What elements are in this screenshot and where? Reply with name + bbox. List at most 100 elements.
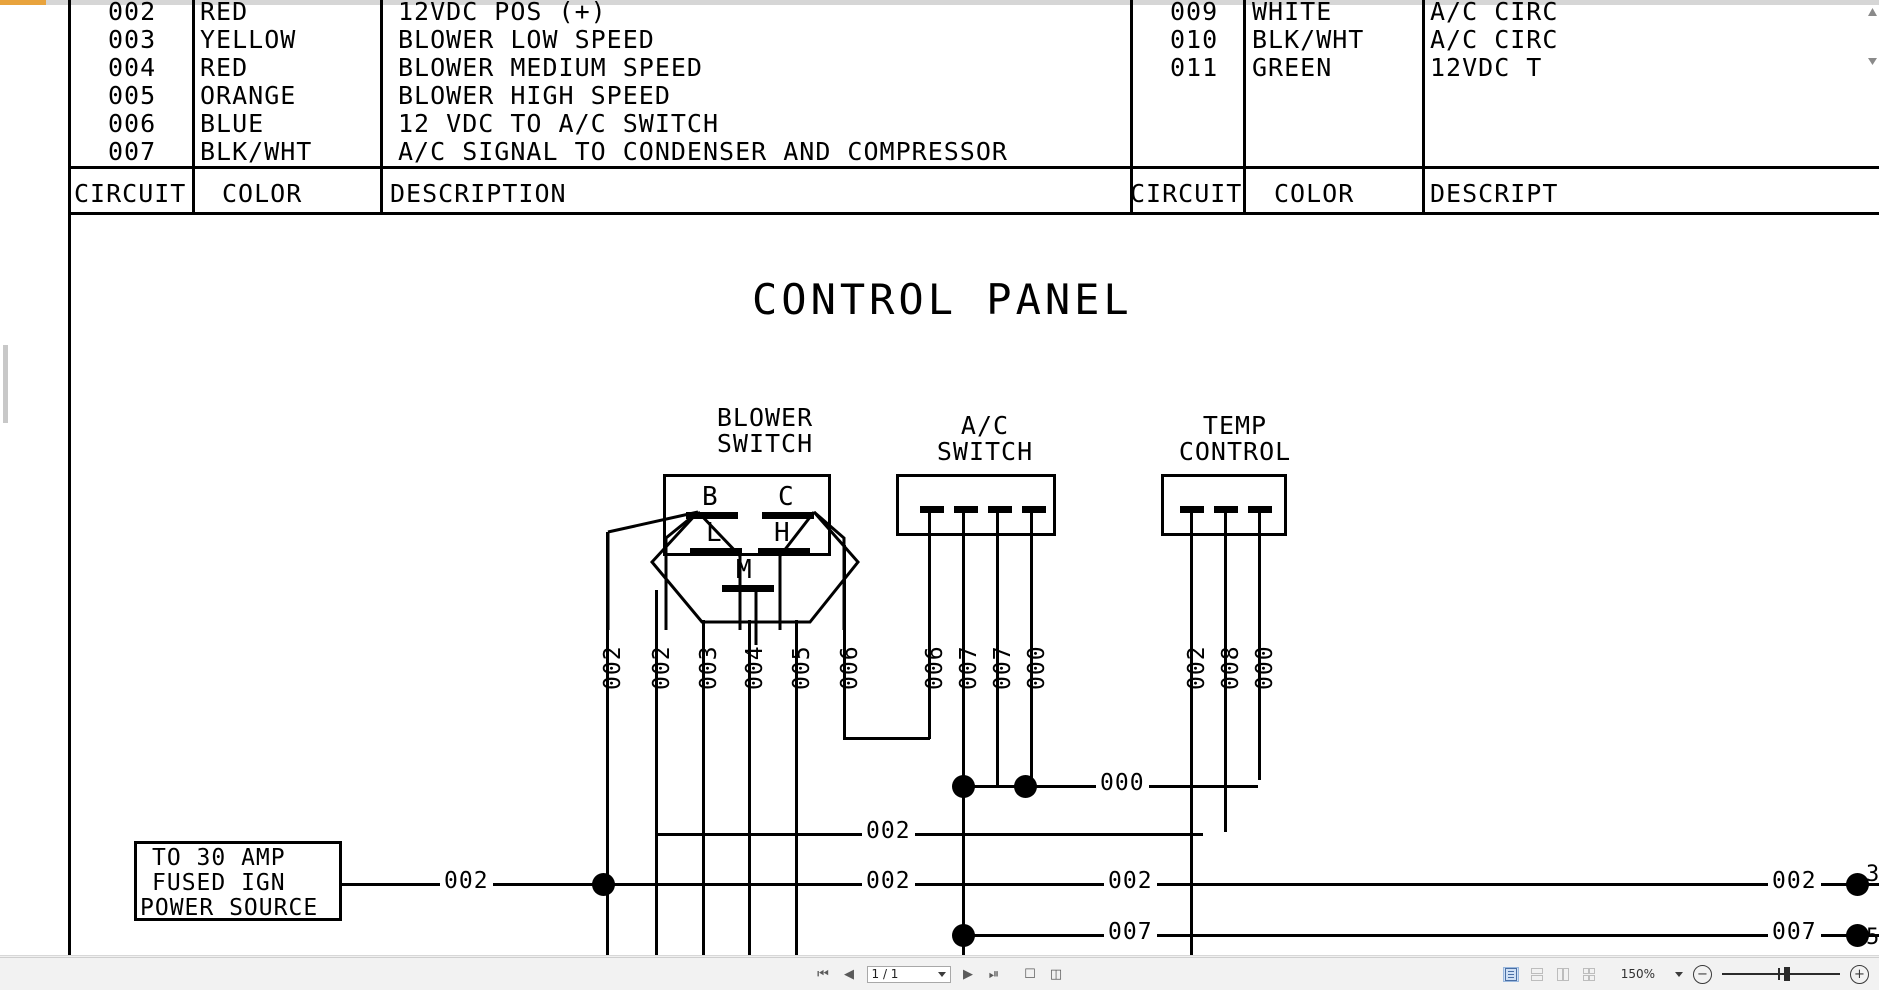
wire-000-b xyxy=(1258,512,1261,780)
facing-page-view-icon[interactable]: ◫ xyxy=(1049,966,1063,982)
table-rule xyxy=(68,212,1130,215)
zoom-dropdown-chevron-icon[interactable] xyxy=(1675,971,1683,977)
first-page-icon[interactable]: ⏮ xyxy=(817,966,829,982)
zoom-slider[interactable] xyxy=(1722,967,1840,981)
zoom-out-icon[interactable]: − xyxy=(1693,964,1712,984)
bus-label-007: 007 xyxy=(1104,919,1157,945)
temp-terminal-1 xyxy=(1180,506,1204,513)
bus-label-002-upper: 002 xyxy=(862,818,915,844)
table-cell-description: A/C SIGNAL TO CONDENSER AND COMPRESSOR xyxy=(398,137,1008,166)
table-cell-color: BLUE xyxy=(200,109,265,138)
blower-switch-label: BLOWER SWITCH xyxy=(716,403,814,458)
table-cell-circuit: 011 xyxy=(1170,53,1219,82)
table-header-color: COLOR xyxy=(1274,179,1355,208)
wire-label-007-a: 007 xyxy=(956,645,982,690)
blower-terminal-M-bar xyxy=(722,585,774,592)
table-header-description: DESCRIPT xyxy=(1430,179,1559,208)
junction-node-007 xyxy=(952,924,975,947)
power-source-line-1: TO 30 AMP xyxy=(152,845,286,871)
page-frame-left xyxy=(68,215,71,955)
wire-003 xyxy=(702,620,705,955)
table-header-color: COLOR xyxy=(222,179,303,208)
table-cell-circuit: 003 xyxy=(108,25,157,54)
table-cell-description: 12 VDC TO A/C SWITCH xyxy=(398,109,720,138)
window-accent-strip xyxy=(0,0,46,5)
pdf-viewer-toolbar[interactable]: ⏮ ◀ 1 / 1 ▶ ⏯ ☐ ◫ 150% − + xyxy=(0,957,1879,990)
wire-002-a xyxy=(606,532,609,955)
wire-label-006-a: 006 xyxy=(837,645,863,690)
ac-switch-label: A/C SWITCH xyxy=(936,411,1034,466)
junction-node-002-far-right xyxy=(1846,873,1869,896)
schematic-title: CONTROL PANEL xyxy=(752,275,1133,324)
table-cell-description: BLOWER HIGH SPEED xyxy=(398,81,671,110)
view-mode-two-up-continuous-icon[interactable] xyxy=(1581,967,1597,982)
ac-terminal-4 xyxy=(1022,506,1046,513)
page-scroll-indicator[interactable] xyxy=(1868,6,1877,66)
wire-label-008: 008 xyxy=(1218,645,1244,690)
table-cell-color: ORANGE xyxy=(200,81,297,110)
table-cell-description: BLOWER LOW SPEED xyxy=(398,25,655,54)
next-page-icon[interactable]: ▶ xyxy=(963,966,973,982)
zoom-in-icon[interactable]: + xyxy=(1850,964,1869,984)
table-rule xyxy=(1422,0,1425,215)
bus-002-upper xyxy=(655,833,1203,836)
table-rule xyxy=(1130,212,1879,215)
table-cell-description: A/C CIRC xyxy=(1430,0,1559,26)
table-rule xyxy=(68,166,1130,169)
table-cell-circuit: 009 xyxy=(1170,0,1219,26)
table-cell-circuit: 002 xyxy=(108,0,157,26)
ac-switch-body[interactable] xyxy=(896,474,1056,536)
wire-008 xyxy=(1224,512,1227,832)
table-cell-description: A/C CIRC xyxy=(1430,25,1559,54)
wire-006-b xyxy=(928,512,931,739)
table-cell-circuit: 005 xyxy=(108,81,157,110)
table-cell-description: BLOWER MEDIUM SPEED xyxy=(398,53,703,82)
view-mode-continuous-icon[interactable] xyxy=(1529,967,1545,982)
page-number-input[interactable]: 1 / 1 xyxy=(866,965,951,983)
power-source-line-3: POWER SOURCE xyxy=(140,895,319,921)
table-cell-circuit: 006 xyxy=(108,109,157,138)
table-cell-circuit: 004 xyxy=(108,53,157,82)
junction-node-000-b xyxy=(1014,775,1037,798)
power-source-box[interactable] xyxy=(134,841,342,921)
wire-007-b xyxy=(996,512,999,787)
table-header-circuit: CIRCUIT xyxy=(1130,179,1243,208)
previous-page-icon[interactable]: ◀ xyxy=(844,966,854,982)
bus-label-002-mid: 002 xyxy=(862,868,915,894)
table-rule xyxy=(1130,0,1133,215)
power-source-line-2: FUSED IGN xyxy=(152,870,286,896)
page-navigation-group[interactable]: ⏮ ◀ 1 / 1 ▶ ⏯ ☐ ◫ xyxy=(815,958,1065,990)
single-page-view-icon[interactable]: ☐ xyxy=(1024,966,1036,982)
table-header-circuit: CIRCUIT xyxy=(74,179,187,208)
junction-node-007-right xyxy=(1846,924,1869,947)
blower-terminal-C: C xyxy=(778,482,795,512)
wire-002-b xyxy=(655,590,658,955)
last-page-icon[interactable]: ⏯ xyxy=(988,966,1000,982)
pdf-page-canvas[interactable]: 002 RED 12VDC POS (+) 003 YELLOW BLOWER … xyxy=(0,0,1879,955)
table-cell-description: 12VDC T xyxy=(1430,53,1543,82)
bus-label-000: 000 xyxy=(1096,770,1149,796)
table-cell-circuit: 010 xyxy=(1170,25,1219,54)
view-mode-single-page-icon[interactable] xyxy=(1502,966,1519,982)
view-mode-two-up-icon[interactable] xyxy=(1555,967,1571,982)
zoom-controls-group[interactable]: 150% − + xyxy=(1502,958,1869,990)
wire-006-jog xyxy=(843,737,930,740)
zoom-slider-knob[interactable] xyxy=(1784,967,1790,981)
wire-label-003: 003 xyxy=(696,645,722,690)
blower-switch-internal-wiring xyxy=(606,510,860,645)
junction-node-000-a xyxy=(952,775,975,798)
table-cell-color: RED xyxy=(200,53,249,82)
ac-terminal-2 xyxy=(954,506,978,513)
temp-terminal-2 xyxy=(1214,506,1238,513)
table-cell-color: BLK/WHT xyxy=(200,137,313,166)
wire-006-drop xyxy=(843,545,846,740)
table-cell-color: BLK/WHT xyxy=(1252,25,1365,54)
table-rule xyxy=(192,0,195,215)
blower-terminal-L-bar xyxy=(690,548,742,555)
bus-label-007-right: 007 xyxy=(1768,919,1821,945)
page-indicator-value: 1 / 1 xyxy=(871,967,899,981)
chevron-down-icon[interactable] xyxy=(937,971,946,977)
table-cell-description: 12VDC POS (+) xyxy=(398,0,607,26)
wire-000-a xyxy=(1030,512,1033,787)
table-cell-color: WHITE xyxy=(1252,0,1333,26)
